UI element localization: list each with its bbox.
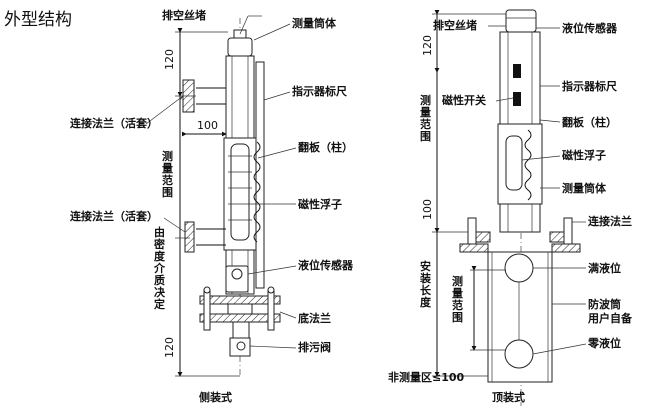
side-label-measure-tube: 测量筒体 — [292, 16, 337, 30]
top-label-wave-tube: 防波筒 — [588, 297, 621, 311]
top-mount-drawing — [432, 9, 587, 406]
side-caption: 侧装式 — [199, 390, 232, 404]
side-label-flange-lower: 连接法兰（活套） — [70, 209, 158, 223]
top-label-vent-plug: 排空丝堵 — [433, 18, 477, 32]
side-label-indicator-scale: 指示器标尺 — [292, 84, 347, 98]
top-label-connect-flange: 连接法兰 — [588, 214, 632, 228]
side-label-flap: 翻板（柱） — [298, 140, 353, 154]
top-label-measure-tube: 测量筒体 — [562, 181, 607, 195]
top-caption: 顶装式 — [492, 390, 525, 404]
side-label-magnetic-float: 磁性浮子 — [298, 197, 342, 211]
top-label-indicator-scale: 指示器标尺 — [562, 79, 617, 93]
diagram-title: 外型结构 — [4, 10, 72, 30]
side-dim-top: 120 — [163, 49, 176, 70]
side-label-vent-plug: 排空丝堵 — [162, 8, 206, 22]
side-dim-center: 100 — [197, 119, 218, 132]
top-label-zero-level: 零液位 — [587, 336, 621, 350]
top-label-wave-tube-note: 用户自备 — [588, 311, 633, 325]
top-label-level-sensor: 液位传感器 — [562, 21, 618, 35]
top-label-full-level: 满液位 — [588, 261, 621, 275]
top-dim-top: 120 — [421, 35, 434, 56]
side-label-drain-valve: 排污阀 — [298, 340, 331, 354]
top-dim-mid: 100 — [421, 199, 434, 220]
side-label-level-sensor: 液位传感器 — [298, 258, 354, 272]
side-dim-bottom: 120 — [163, 337, 176, 358]
side-mount-drawing — [145, 15, 297, 377]
top-dim-install-length: 安装长度 — [419, 259, 432, 309]
side-label-bottom-flange: 底法兰 — [298, 311, 331, 325]
top-dim-range: 测量范围 — [420, 93, 431, 143]
top-label-flap: 翻板（柱） — [562, 115, 617, 129]
top-dim-non-measure: 非测量区≤100 — [388, 370, 465, 384]
top-label-magnetic-float: 磁性浮子 — [562, 148, 606, 162]
side-dim-density: 由密度介质决定 — [153, 225, 166, 311]
side-label-flange-upper: 连接法兰（活套） — [70, 116, 158, 130]
top-label-magnetic-switch: 磁性开关 — [442, 93, 486, 107]
side-dim-range: 测量范围 — [162, 149, 173, 199]
top-dim-range-inner: 测量范围 — [452, 274, 463, 324]
